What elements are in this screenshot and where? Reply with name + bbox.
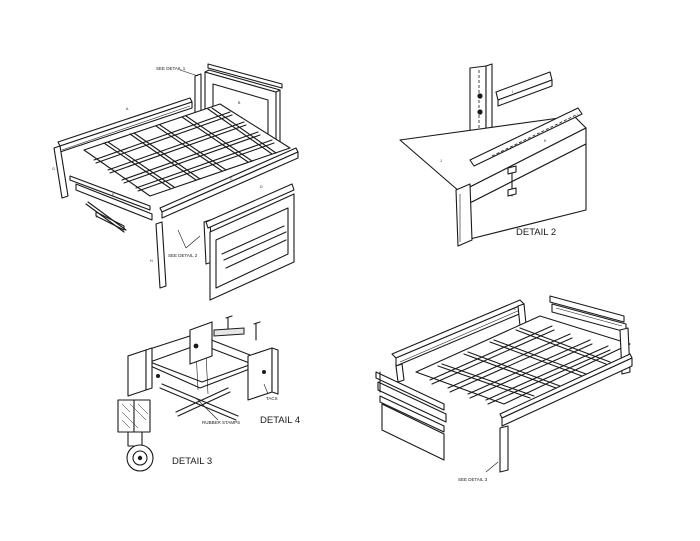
part-letter: L — [514, 307, 516, 311]
callout-rubber-stamps: RUBBER STAMPS — [202, 420, 240, 425]
part-letter: J — [440, 159, 442, 163]
part-letter: A — [126, 107, 129, 111]
back-side-rail — [57, 97, 193, 153]
part-letter: H — [150, 259, 153, 263]
assembled-frame-view: SEE DETAIL 3 L — [375, 295, 633, 482]
callout-tacs: TACS — [266, 396, 278, 401]
callout-see-detail-3: SEE DETAIL 3 — [458, 477, 488, 482]
part-letter: D — [260, 185, 263, 189]
detail-2-caption: DETAIL 2 — [516, 227, 556, 238]
rear-left-leg — [53, 145, 69, 199]
exploded-bed-view: SEE DETAIL 1 SEE DETAIL 2 A B C D E F G … — [52, 63, 299, 301]
front-left-leg — [155, 221, 167, 289]
callout-see-detail-1: SEE DETAIL 1 — [156, 66, 186, 71]
part-letter: I — [512, 90, 513, 94]
slat-grid — [83, 103, 291, 197]
part-letter: C — [230, 177, 233, 181]
detail-4-caption: DETAIL 4 — [260, 415, 300, 426]
foot-end-rails — [69, 175, 153, 233]
detail-3-4-view: RUBBER STAMPS TACS DETAIL 4 DETAIL 3 — [117, 315, 300, 472]
part-letter: G — [52, 167, 55, 171]
callout-see-detail-2: SEE DETAIL 2 — [168, 253, 198, 258]
part-letter: E — [112, 193, 115, 197]
part-letter: K — [544, 139, 547, 143]
part-letter: B — [238, 101, 241, 105]
detail-2-view: I J K DETAIL 2 — [399, 63, 587, 247]
part-letter: F — [96, 215, 99, 219]
detail-3-caption: DETAIL 3 — [172, 456, 212, 467]
front-side-rail-exploded — [205, 183, 295, 301]
front-rail-upper — [159, 147, 299, 219]
